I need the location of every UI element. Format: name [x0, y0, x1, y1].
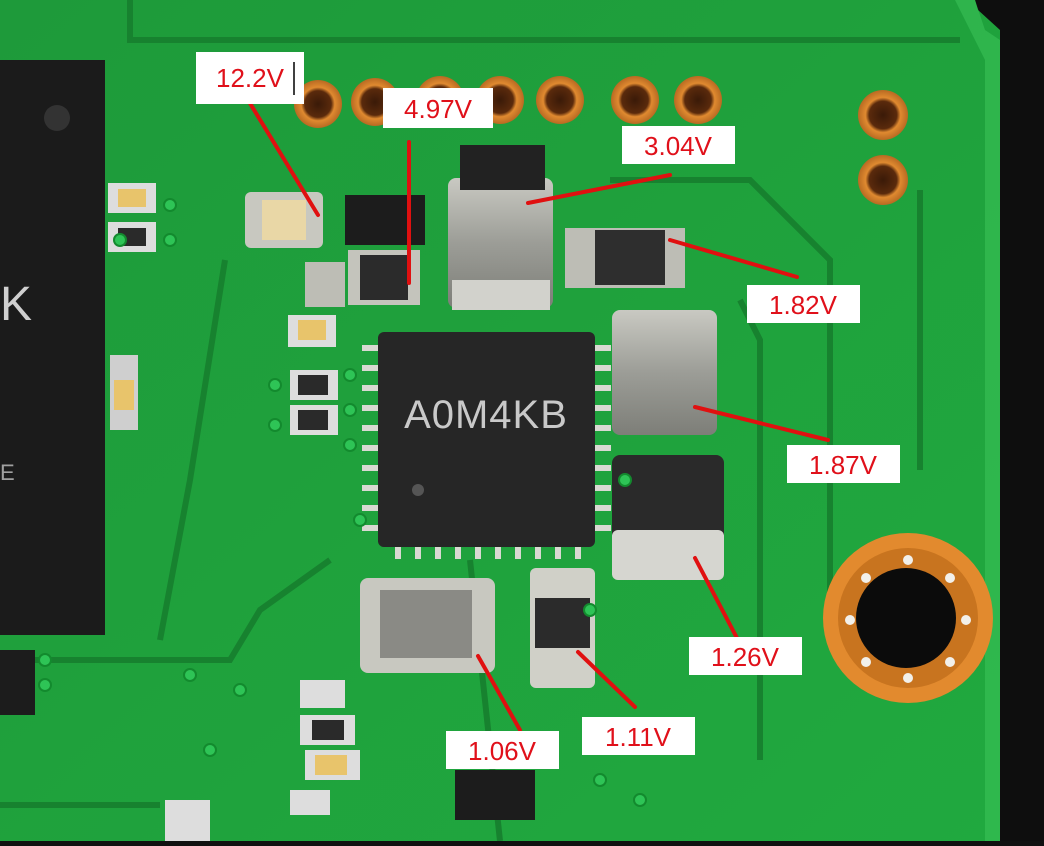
memory-chip: [0, 60, 105, 635]
annotation-lines: [246, 98, 830, 732]
power-inductors: [360, 145, 724, 688]
svg-text:E: E: [0, 460, 15, 485]
svg-text:K: K: [0, 278, 32, 331]
svg-text:1.06V: 1.06V: [468, 736, 537, 766]
voltage-label-12v2: 12.2V: [196, 52, 304, 104]
voltage-label-1v06: 1.06V: [446, 731, 559, 769]
voltage-label-1v87: 1.87V: [787, 445, 900, 483]
test-vias: [38, 198, 647, 807]
svg-text:3.04V: 3.04V: [644, 131, 713, 161]
mounting-hole: [823, 533, 993, 703]
svg-text:1.11V: 1.11V: [605, 722, 672, 752]
silkscreen-lines: [0, 0, 960, 842]
svg-text:1.87V: 1.87V: [809, 450, 878, 480]
chip-marking: A0M4KB: [404, 393, 568, 437]
svg-text:12.2V: 12.2V: [216, 63, 285, 93]
voltage-label-3v04: 3.04V: [622, 126, 735, 164]
pmic-chip: A0M4KB: [362, 332, 611, 559]
svg-text:1.82V: 1.82V: [769, 290, 838, 320]
voltage-label-1v82: 1.82V: [747, 285, 860, 323]
voltage-label-1v11: 1.11V: [582, 717, 695, 755]
voltage-label-1v26: 1.26V: [689, 637, 802, 675]
voltage-labels: 12.2V 4.97V 3.04V 1.82V 1.87V 1.26V: [196, 52, 900, 769]
voltage-label-4v97: 4.97V: [383, 88, 493, 128]
svg-text:4.97V: 4.97V: [404, 94, 473, 124]
smd-passives: [0, 183, 685, 841]
svg-text:1.26V: 1.26V: [711, 642, 780, 672]
